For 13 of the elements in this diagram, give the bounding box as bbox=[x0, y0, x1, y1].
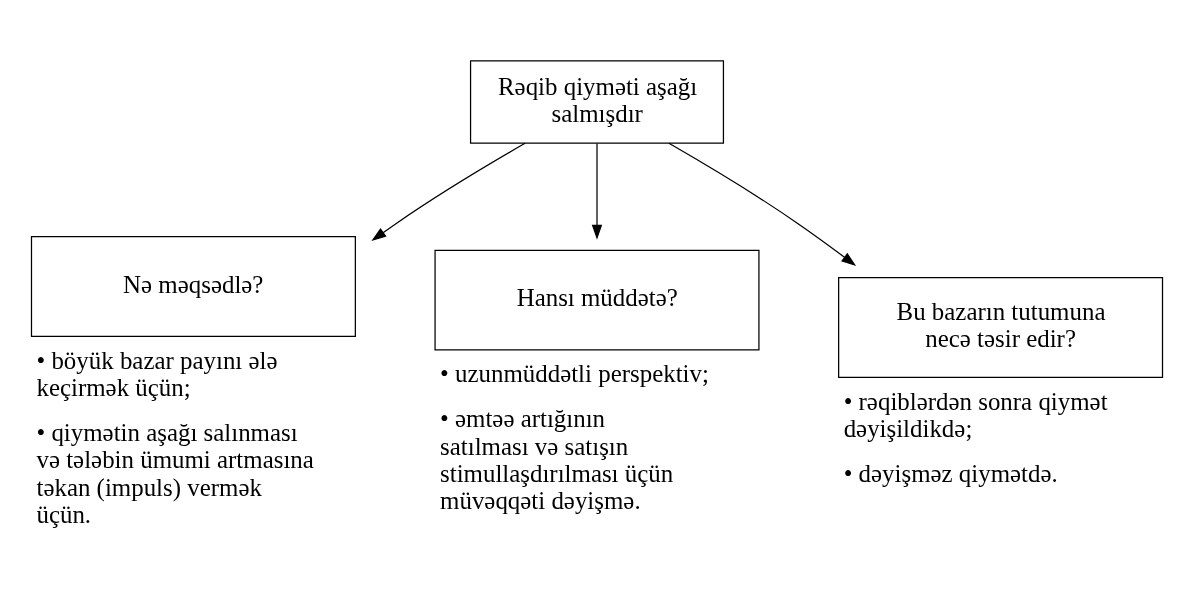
node-label: • əmtəə artığının satılması və satışın stimullaşdırılması üçün müvəqqəti dəyişmə. bbox=[440, 404, 674, 514]
node-label: • qiymətin aşağı salınması və tələbin ümumi artmasına təkan (impuls) vermək üçün. bbox=[36, 418, 314, 528]
arrow bbox=[668, 142, 857, 266]
node-label: • uzunmüddətli perspektiv; bbox=[440, 359, 709, 387]
arrow bbox=[371, 142, 526, 241]
node-label: • rəqiblərdən sonra qiymət dəyişildikdə; bbox=[843, 387, 1108, 442]
node-label: • böyük bazar payını ələ keçirmək üçün; bbox=[36, 346, 278, 401]
node-box: Hansı müddətə? bbox=[434, 249, 760, 351]
node-box: Nə məqsədlə? bbox=[30, 235, 356, 337]
node-box: Bu bazarın tutumuna necə təsir edir? bbox=[838, 276, 1164, 378]
arrow bbox=[591, 142, 603, 240]
node-box: Rəqib qiyməti aşağı salmışdır bbox=[469, 59, 725, 144]
node-label: • dəyişməz qiymətdə. bbox=[843, 459, 1058, 487]
